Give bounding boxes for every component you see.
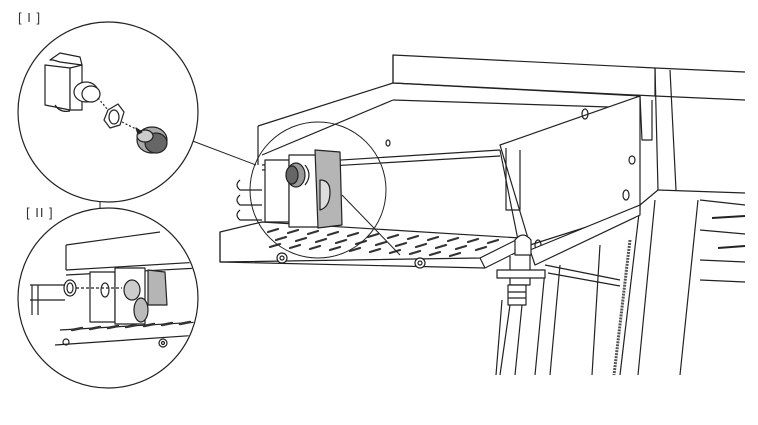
grill-frame xyxy=(529,67,746,376)
callout-label-1: [ I ] xyxy=(18,10,42,25)
igniter-installed xyxy=(236,149,401,256)
callout-circle-2 xyxy=(17,207,199,389)
gas-hose xyxy=(495,234,546,376)
callout-label-2: [ II ] xyxy=(26,205,54,220)
callout-circle-main xyxy=(249,121,387,259)
callout-circle-1 xyxy=(17,21,199,203)
grill-side-shelf xyxy=(257,54,656,251)
drip-tray xyxy=(219,221,526,269)
leader-line-1 xyxy=(189,139,257,166)
